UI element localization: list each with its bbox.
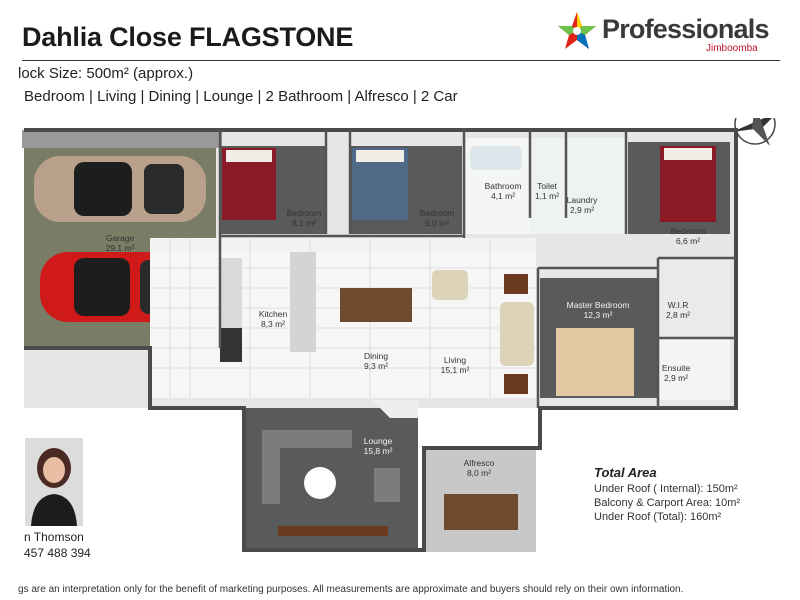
compass-icon	[732, 118, 776, 146]
room-size: 2,8 m²	[665, 310, 691, 320]
room-name: Lounge	[363, 436, 393, 446]
room-name: Kitchen	[258, 309, 288, 319]
room-name: Bedroom	[286, 208, 322, 218]
room-name: Garage	[105, 233, 135, 243]
room-name: Ensuite	[661, 363, 691, 373]
room-size: 1,1 m²	[534, 191, 560, 201]
room-size: 6,6 m²	[675, 236, 701, 246]
room-size: 9,3 m²	[363, 361, 389, 371]
total-area-internal: Under Roof ( Internal): 150m²	[594, 483, 738, 495]
header-divider	[22, 60, 780, 61]
agent-phone: 457 488 394	[24, 546, 91, 560]
room-name: Laundry	[566, 195, 598, 205]
room-size: 8,1 m²	[291, 218, 317, 228]
page-title: Dahlia Close FLAGSTONE	[22, 22, 354, 52]
room-name: Living	[443, 355, 467, 365]
bed-icon	[556, 328, 634, 396]
brand-office: Jimboomba	[706, 43, 758, 54]
room-name: Dining	[363, 351, 389, 361]
room-size: 15,8 m²	[363, 446, 393, 456]
room-size: 8,3 m²	[260, 319, 286, 329]
room-name: Bedroom	[419, 208, 455, 218]
brand-name: Professionals	[602, 14, 769, 44]
total-area-title: Total Area	[594, 465, 657, 480]
car-beige-icon	[34, 156, 206, 222]
room-name: Master Bedroom	[566, 300, 630, 310]
agent-photo	[25, 438, 83, 526]
room-size: 15,1 m²	[440, 365, 470, 375]
room-size: 2,9 m²	[663, 373, 689, 383]
room-size: 4,1 m²	[490, 191, 516, 201]
room-name: Alfresco	[463, 458, 495, 468]
floor-plan-drawing	[22, 118, 776, 552]
alfresco-table-icon	[444, 494, 518, 530]
star-logo-icon	[558, 12, 596, 49]
total-area-panel: Total Area Under Roof ( Internal): 150m²…	[594, 466, 740, 524]
features-line: Bedroom | Living | Dining | Lounge | 2 B…	[24, 88, 458, 105]
room-name: Bathroom	[484, 181, 522, 191]
agent-portrait-icon	[25, 438, 83, 526]
room-size: 8,0 m²	[466, 468, 492, 478]
room-size: 9,0 m²	[424, 218, 450, 228]
block-size: lock Size: 500m² (approx.)	[18, 65, 194, 82]
brand-logo: Professionals Jimboomba	[556, 6, 796, 64]
room-size: 2,9 m²	[569, 205, 595, 215]
room-size: 29,1 m²	[105, 243, 135, 253]
dining-table-icon	[340, 288, 412, 322]
total-area-balcony: Balcony & Carport Area: 10m²	[594, 497, 741, 509]
agent-name: n Thomson	[24, 530, 84, 544]
room-name: Toilet	[537, 181, 557, 191]
sofa-icon	[262, 430, 352, 448]
room-name: W.I.R	[667, 300, 689, 310]
total-area-total: Under Roof (Total): 160m²	[594, 511, 722, 523]
room-name: Bedroom	[670, 226, 706, 236]
disclaimer: gs are an interpretation only for the be…	[18, 584, 684, 595]
room-size: 12,3 m²	[583, 310, 613, 320]
